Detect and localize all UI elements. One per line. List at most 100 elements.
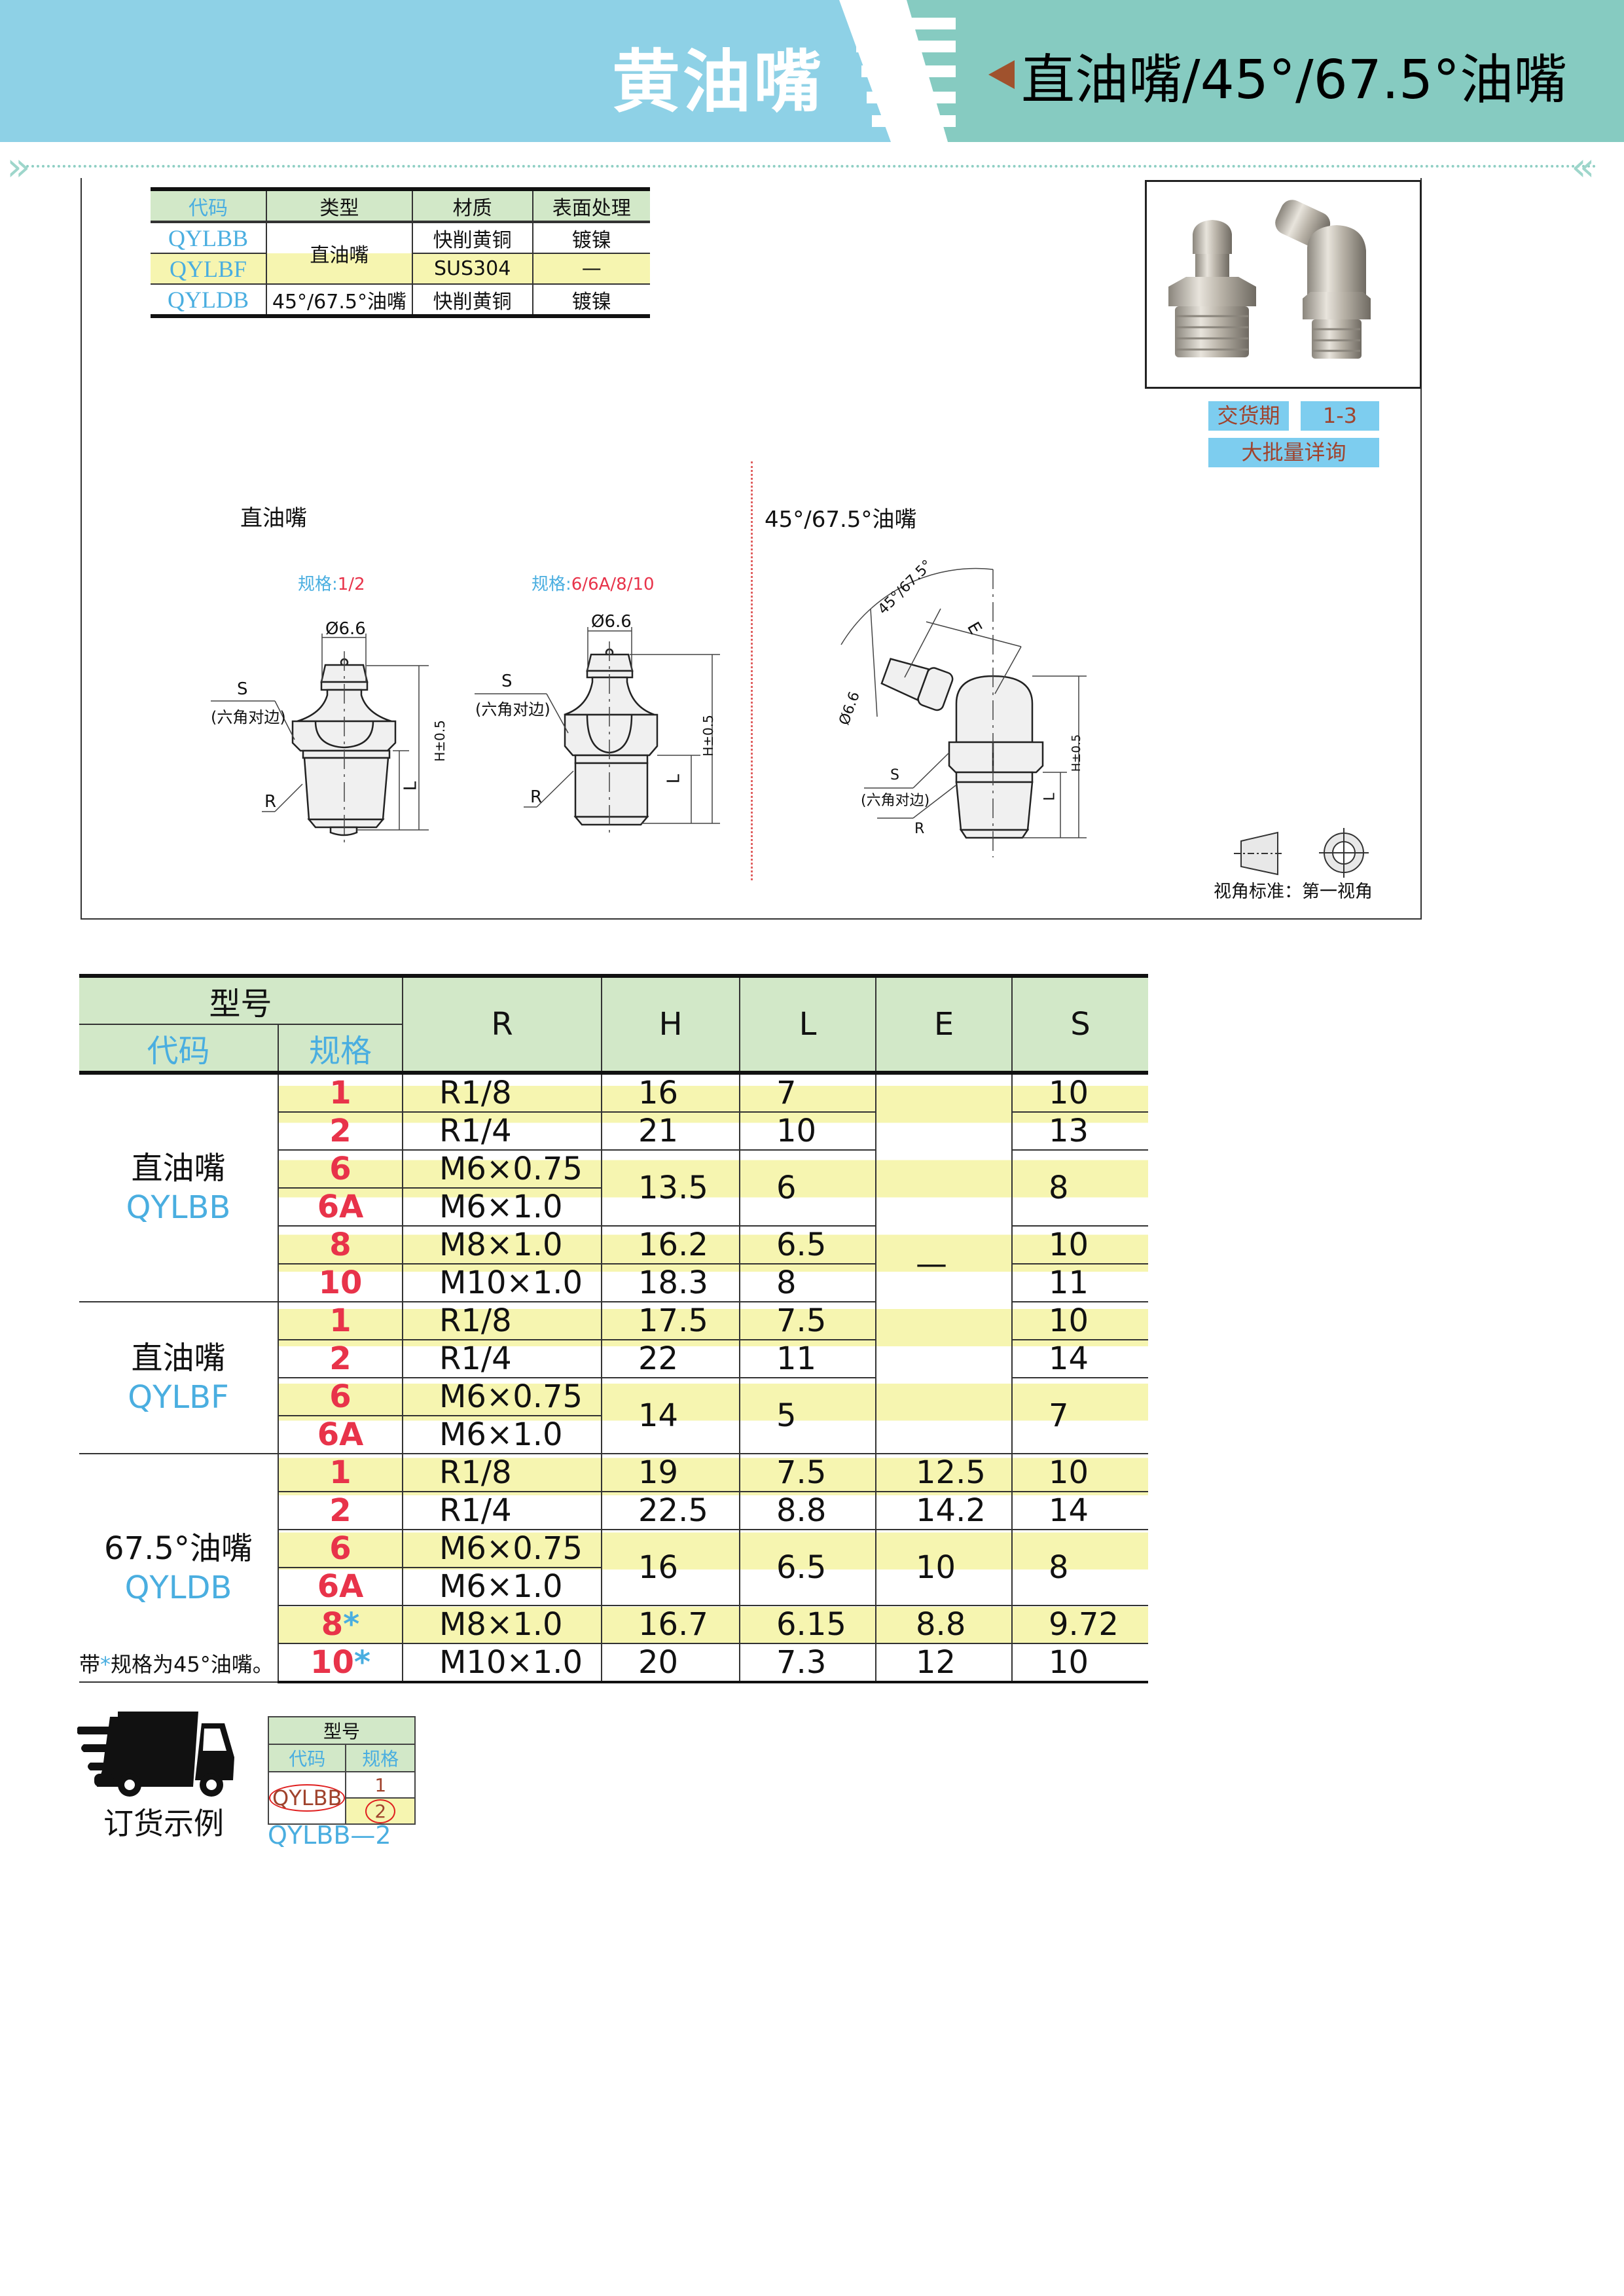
cell-r: M6×0.75: [402, 1529, 603, 1568]
cell-e: 14.2: [875, 1491, 1013, 1530]
cell-r: M6×1.0: [402, 1415, 602, 1454]
cell-l: 5: [739, 1377, 877, 1454]
cell-s: 7: [1011, 1377, 1149, 1454]
cell-l: 10: [739, 1111, 877, 1151]
cell-l: 6.5: [739, 1225, 877, 1265]
spec-value: 2: [329, 1492, 352, 1529]
dim-r-b: R: [530, 787, 543, 807]
order-spec-1: 1: [345, 1771, 416, 1799]
type-cell: 45°/67.5°油嘴: [266, 284, 413, 317]
cell-r: M8×1.0: [402, 1605, 603, 1644]
cell-r: M6×1.0: [402, 1187, 602, 1227]
cell-h: 22: [601, 1339, 741, 1378]
col-header-code: 代码: [151, 189, 268, 223]
col-header-finish: 表面处理: [532, 189, 650, 223]
cell-s: 14: [1011, 1339, 1149, 1378]
spec-cell: 1: [277, 1072, 404, 1113]
cell-l: 7.5: [739, 1453, 877, 1492]
material-cell: 快削黄铜: [411, 222, 533, 254]
group-type: 直油嘴: [131, 1340, 226, 1376]
hex-note-b: (六角对边): [475, 700, 550, 719]
delivery-value: 1-3: [1301, 401, 1379, 431]
footnote-text: 规格为45°油嘴。: [111, 1652, 274, 1677]
spec-value: 2: [329, 1113, 352, 1149]
delivery-label: 交货期: [1208, 401, 1289, 431]
section-divider: [751, 461, 753, 880]
code-cell: QYLBB: [151, 222, 268, 254]
cell-h: 16.7: [601, 1605, 741, 1644]
cell-h: 19: [601, 1453, 741, 1492]
cell-r: M6×0.75: [402, 1149, 603, 1189]
spec-cell: 8: [278, 1225, 404, 1265]
cell-l: 6.5: [739, 1529, 877, 1606]
technical-drawings: [211, 567, 1369, 878]
col-header-material: 材质: [411, 189, 533, 223]
spec-cell: 6: [278, 1529, 404, 1568]
cell-h: 14: [601, 1377, 741, 1454]
angled-nipple: [880, 658, 1044, 839]
product-photo: [1145, 180, 1422, 389]
order-model-header: 型号: [268, 1716, 416, 1745]
dim-l-a: L: [401, 781, 421, 791]
material-cell: 快削黄铜: [411, 284, 533, 317]
cell-l: 8: [739, 1263, 877, 1302]
cell-s: 8: [1011, 1529, 1149, 1606]
spec-cell: 10*: [278, 1643, 404, 1683]
spec-cell: 1: [277, 1301, 404, 1340]
col-header-spec: 规格: [277, 1024, 403, 1075]
spec-cell: 6: [278, 1377, 404, 1416]
cell-r: R1/8: [402, 1072, 603, 1113]
cell-h: 17.5: [601, 1301, 741, 1340]
angled-section-title: 45°/67.5°油嘴: [765, 507, 917, 533]
cell-h: 16: [601, 1529, 741, 1606]
cell-e: 8.8: [875, 1605, 1013, 1644]
header-stripe: [861, 65, 956, 77]
cell-h: 21: [601, 1111, 741, 1151]
order-spec-2-value: 2: [365, 1799, 396, 1823]
cell-h: 22.5: [601, 1491, 741, 1530]
header-stripe: [867, 92, 956, 103]
spec-cell: 6A: [278, 1187, 404, 1227]
col-header-r: R: [402, 974, 603, 1075]
page-title: 直油嘴/45°/67.5°油嘴: [1021, 49, 1568, 111]
view-standard-note: 视角标准：第一视角: [1214, 882, 1373, 902]
straight-nipple-b: [564, 648, 659, 826]
col-header-s: S: [1011, 974, 1149, 1075]
dim-s-c: S: [890, 767, 899, 783]
spec-value: 6A: [317, 1189, 364, 1225]
spec-value: 6A: [317, 1568, 364, 1605]
dim-diameter-a: Ø6.6: [325, 619, 366, 639]
footnote-prefix: 带: [79, 1652, 101, 1677]
code-cell: QYLBF: [151, 253, 268, 285]
cell-h: 13.5: [601, 1149, 741, 1227]
spec-cell: 6: [278, 1149, 404, 1189]
cell-l: 7.3: [739, 1643, 877, 1683]
spec-value: 1: [329, 1454, 352, 1491]
spec-label-a: 规格:1/2: [298, 571, 365, 595]
spec-value: 6/6A/8/10: [571, 575, 655, 594]
col-header-type: 类型: [266, 189, 413, 223]
cell-r: R1/4: [402, 1491, 603, 1530]
spec-star: *: [353, 1644, 370, 1681]
spec-value: 6: [329, 1151, 352, 1187]
spec-value: 10: [318, 1265, 363, 1301]
group-type: 直油嘴: [131, 1150, 226, 1187]
cell-l: 7: [739, 1072, 877, 1113]
order-spec-2: 2: [345, 1797, 416, 1825]
spec-value: 8: [329, 1227, 352, 1263]
spec-value: 8: [321, 1606, 344, 1643]
dim-r-c: R: [914, 821, 925, 837]
cell-e: —: [875, 1072, 1013, 1454]
table-row: 6A M6×1.0: [79, 1187, 1148, 1227]
hex-note-a: (六角对边): [211, 708, 286, 726]
dim-l-b: L: [664, 774, 684, 784]
product-frame: [81, 178, 1422, 920]
spec-cell: 1: [277, 1453, 404, 1492]
category-title: 黄油嘴: [612, 42, 825, 122]
